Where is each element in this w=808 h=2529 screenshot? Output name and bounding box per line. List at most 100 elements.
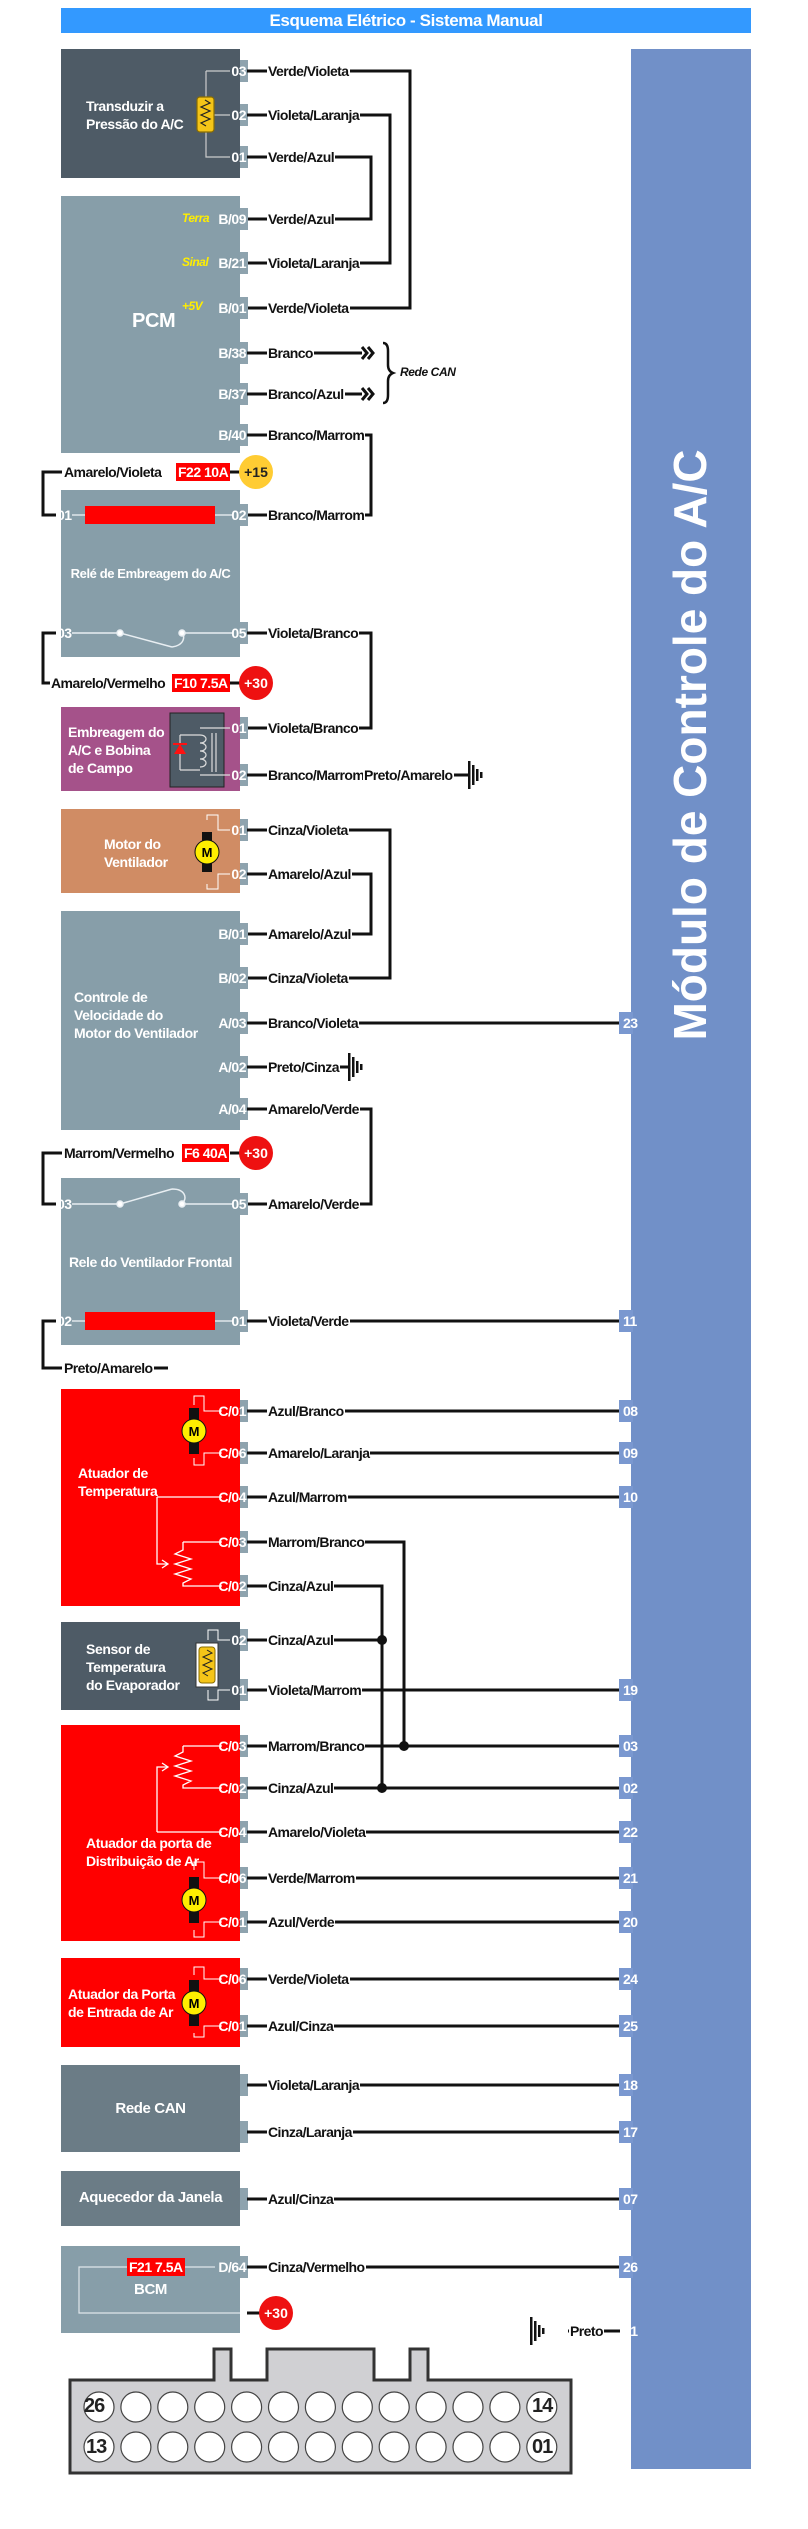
clutch-relay-switch-icon [72, 629, 232, 648]
power-source-15: +15 [239, 455, 273, 489]
connector-pin-holes [83, 2391, 558, 2463]
wire-loop [247, 828, 392, 980]
can-arrow-icon [360, 387, 375, 401]
block-can-network [61, 2065, 240, 2152]
module-pin-number: 08 [623, 1403, 638, 1419]
label-temperature-actuator: Atuador de Temperatura [78, 1465, 158, 1499]
wire-label-blower-relay-ground: Preto/Amarelo [63, 1360, 154, 1376]
pin-label: B/37 [218, 386, 246, 402]
connector-pin-hole [194, 2391, 226, 2423]
wire-color-label: Violeta/Branco [267, 720, 360, 736]
pin-label: B/02 [218, 970, 246, 986]
fuse-f6: F6 40A [182, 1144, 229, 1162]
module-pin-number: 24 [623, 1971, 638, 1987]
signal-sinal: Sinal [182, 255, 209, 269]
connector-pin-hole [304, 2391, 336, 2423]
connector-label-13: 13 [86, 2436, 107, 2458]
pin-tab [240, 923, 248, 945]
connector-pin-hole [341, 2391, 373, 2423]
wire-color-label: Branco/Marrom [267, 507, 366, 523]
wire-color-label: Amarelo/Violeta [267, 1824, 367, 1840]
pin-label: C/06 [218, 1870, 246, 1886]
connector-pin-hole [489, 2431, 521, 2463]
pin-label: D/64 [218, 2259, 246, 2275]
junction-dot [377, 1635, 387, 1645]
blower-relay-pin-03: 03 [57, 1196, 72, 1212]
connector-pin-hole [83, 2431, 115, 2463]
wire-color-label: Cinza/Azul [267, 1780, 335, 1796]
pin-tab [240, 504, 248, 526]
module-pin-tab [619, 1867, 633, 1889]
pin-tab [240, 1012, 248, 1034]
pin-label: C/04 [218, 1489, 246, 1505]
svg-text:M: M [189, 1996, 200, 2011]
svg-text:M: M [189, 1424, 200, 1439]
module-pin-number: 09 [623, 1445, 638, 1461]
module-pin-tab [619, 1310, 633, 1332]
label-ac-clutch: Embreagem do A/C e Bobina de Campo [68, 724, 165, 776]
evaporator-sensor-icon [195, 1629, 230, 1701]
clutch-relay-pin-03: 03 [57, 625, 72, 641]
pin-tab [240, 717, 248, 739]
label-pcm: PCM [132, 310, 176, 332]
connector-pin-hole [341, 2431, 373, 2463]
connector-pin-hole [267, 2431, 300, 2463]
fuse-f21: F21 7.5A [127, 2258, 185, 2276]
wire-color-label: Cinza/Vermelho [267, 2259, 366, 2275]
label-window-heater: Aquecedor da Janela [78, 2189, 223, 2206]
connector-pin-hole [415, 2431, 447, 2463]
fuse-f10: F10 7.5A [172, 674, 230, 692]
pin-tab [240, 424, 248, 446]
ground-icon [530, 2317, 545, 2345]
connector-label-26: 26 [84, 2395, 105, 2417]
wire-color-label: Cinza/Violeta [267, 970, 349, 986]
pin-tab [240, 1056, 248, 1078]
wire-color-label: Branco/Azul [267, 386, 345, 402]
pin-tab [240, 1679, 248, 1701]
pin-tab [240, 863, 248, 885]
wire-color-label: Azul/Marrom [267, 1489, 348, 1505]
pin-label: A/04 [218, 1101, 246, 1117]
module-pin-number: 25 [623, 2018, 638, 2034]
connector-pin-hole [526, 2391, 558, 2423]
wire-label-feed-2: Amarelo/Vermelho [50, 675, 167, 691]
pin-label: 01 [231, 1313, 246, 1329]
module-pin-number: 20 [623, 1914, 638, 1930]
label-can-network: Rede CAN [115, 2100, 186, 2117]
pin-label: B/01 [218, 926, 246, 942]
pin-tab [240, 2015, 248, 2037]
module-pin-tab [619, 1821, 633, 1843]
blower-relay-coil-icon [72, 1312, 232, 1330]
wire-color-label: Cinza/Violeta [267, 822, 349, 838]
pin-tab [240, 1310, 248, 1332]
connector-pin-hole [194, 2431, 226, 2463]
module-pin-number: 23 [623, 1015, 638, 1031]
block-window-heater [61, 2171, 240, 2226]
pin-label: 02 [231, 767, 246, 783]
module-pin-tab [619, 1735, 633, 1757]
connector-pin-hole [120, 2431, 152, 2463]
pin-label: 02 [231, 1632, 246, 1648]
module-pin-number: 22 [623, 1824, 638, 1840]
pin-tab [240, 208, 248, 230]
module-pin-tab [619, 1968, 633, 1990]
wire-color-label: Azul/Verde [267, 1914, 336, 1930]
pin-label: B/21 [218, 255, 246, 271]
pin-tab [240, 2188, 248, 2210]
pin-label: 05 [231, 1196, 246, 1212]
pin-tab [240, 342, 248, 364]
can-arrow-icon [360, 346, 375, 360]
module-pin-number: 07 [623, 2191, 638, 2207]
blower-relay-pin-02: 02 [57, 1313, 72, 1329]
module-pin-number: 10 [623, 1489, 638, 1505]
label-distribution-actuator: Atuador da porta de Distribuição de Ar [86, 1835, 212, 1869]
wire-loop [247, 872, 373, 936]
signal-terra: Terra [182, 211, 210, 225]
wire-color-label: Verde/Azul [267, 149, 336, 165]
pin-label: C/03 [218, 1738, 246, 1754]
pin-label: B/09 [218, 211, 246, 227]
wire-color-label: Branco/Marrom [267, 427, 366, 443]
pin-label: C/01 [218, 1914, 246, 1930]
pin-label: 05 [231, 625, 246, 641]
